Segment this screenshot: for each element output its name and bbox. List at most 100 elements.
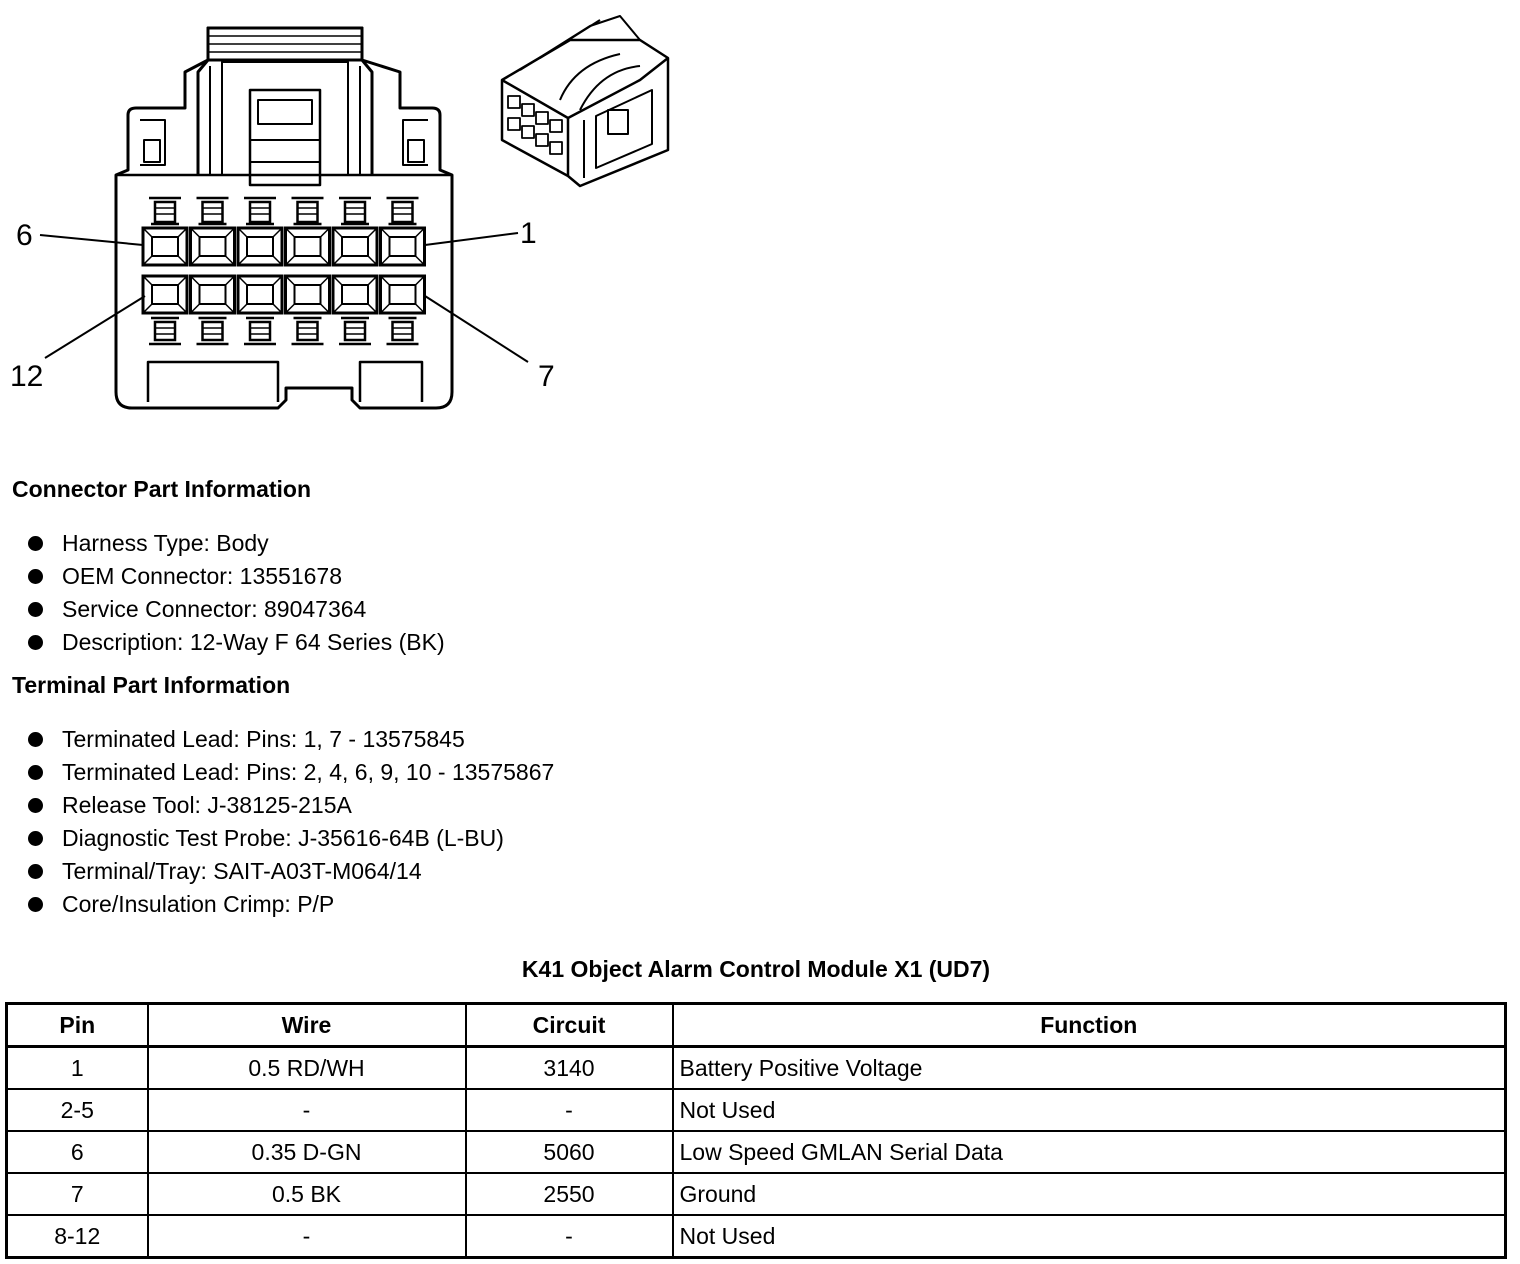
list-item: Core/Insulation Crimp: P/P <box>28 888 554 921</box>
table-row: 2-5--Not Used <box>5 1088 1507 1132</box>
pin-label-7: 7 <box>538 360 555 393</box>
pin-cavity <box>331 226 379 267</box>
pin-cavity <box>284 274 331 315</box>
list-item: Release Tool: J-38125-215A <box>28 789 554 822</box>
cell-wire: 0.5 BK <box>146 1172 467 1216</box>
terminal-tab <box>339 196 371 226</box>
pin-label-1: 1 <box>520 217 537 250</box>
cell-circuit: - <box>464 1214 674 1259</box>
list-item-text: OEM Connector: 13551678 <box>62 563 343 589</box>
cell-pin: 2-5 <box>5 1088 149 1132</box>
pin-cavity <box>331 274 379 315</box>
bullet-dot <box>28 732 43 747</box>
pin-cavity <box>284 226 331 267</box>
terminal-tab <box>339 316 371 346</box>
pin-cavity <box>379 274 426 315</box>
header-circuit: Circuit <box>464 1002 674 1048</box>
cell-circuit: 5060 <box>464 1130 674 1174</box>
leader-line-12 <box>44 295 146 359</box>
cell-circuit: 3140 <box>464 1045 674 1090</box>
header-function: Function <box>671 1002 1507 1048</box>
pin-cavity <box>141 274 189 315</box>
terminal-tab <box>386 196 419 226</box>
list-item-text: Terminated Lead: Pins: 2, 4, 6, 9, 10 - … <box>62 759 555 785</box>
list-item: Diagnostic Test Probe: J-35616-64B (L-BU… <box>28 822 554 855</box>
pin-cavities <box>141 196 426 346</box>
bullet-dot <box>28 602 43 617</box>
list-item-text: Harness Type: Body <box>62 530 269 556</box>
cell-wire: 0.35 D-GN <box>146 1130 467 1174</box>
terminal-tab <box>244 316 276 346</box>
pin-cavity <box>189 274 236 315</box>
pin-cavity <box>379 226 426 267</box>
list-item-text: Terminal/Tray: SAIT-A03T-M064/14 <box>62 858 422 884</box>
terminal-tab <box>149 196 181 226</box>
list-item: Terminated Lead: Pins: 2, 4, 6, 9, 10 - … <box>28 756 554 789</box>
connector-diagram: 6 1 12 7 <box>10 15 670 410</box>
cell-wire: - <box>146 1088 467 1132</box>
header-wire: Wire <box>146 1002 467 1048</box>
connector-body-outline <box>114 26 454 410</box>
cell-pin: 7 <box>5 1172 149 1216</box>
bullet-dot <box>28 765 43 780</box>
cell-pin: 8-12 <box>5 1214 149 1259</box>
bullet-dot <box>28 831 43 846</box>
list-item: Terminated Lead: Pins: 1, 7 - 13575845 <box>28 723 554 756</box>
cell-function: Not Used <box>671 1088 1507 1132</box>
list-item: Service Connector: 89047364 <box>28 593 445 626</box>
cell-pin: 6 <box>5 1130 149 1174</box>
list-item-text: Diagnostic Test Probe: J-35616-64B (L-BU… <box>62 825 504 851</box>
cell-function: Ground <box>671 1172 1507 1216</box>
list-item-text: Service Connector: 89047364 <box>62 596 367 622</box>
list-item-text: Release Tool: J-38125-215A <box>62 792 352 818</box>
pin-label-12: 12 <box>10 360 43 393</box>
cell-function: Battery Positive Voltage <box>671 1045 1507 1090</box>
terminal-info-heading: Terminal Part Information <box>12 672 291 698</box>
bullet-dot <box>28 798 43 813</box>
list-item-text: Description: 12-Way F 64 Series (BK) <box>62 629 445 655</box>
cell-circuit: 2550 <box>464 1172 674 1216</box>
cell-circuit: - <box>464 1088 674 1132</box>
cell-function: Not Used <box>671 1214 1507 1259</box>
leader-line-7 <box>424 295 529 363</box>
bullet-dot <box>28 635 43 650</box>
cell-pin: 1 <box>5 1045 149 1090</box>
terminal-tab <box>291 316 324 346</box>
terminal-tab <box>244 196 276 226</box>
terminal-tab <box>196 196 229 226</box>
leader-line-1 <box>424 232 519 246</box>
cell-function: Low Speed GMLAN Serial Data <box>671 1130 1507 1174</box>
terminal-tab <box>149 316 181 346</box>
list-item-text: Terminated Lead: Pins: 1, 7 - 13575845 <box>62 726 465 752</box>
bullet-dot <box>28 864 43 879</box>
leader-line-6 <box>39 234 144 246</box>
list-item: Terminal/Tray: SAIT-A03T-M064/14 <box>28 855 554 888</box>
pin-cavity <box>236 274 284 315</box>
terminal-tab <box>291 196 324 226</box>
terminal-tab <box>386 316 419 346</box>
table-title: K41 Object Alarm Control Module X1 (UD7) <box>521 956 991 982</box>
connector-3d-view <box>500 15 670 188</box>
table-header-row: Pin Wire Circuit Function <box>5 1002 1507 1048</box>
pin-cavity <box>141 226 189 267</box>
connector-info-heading: Connector Part Information <box>12 476 312 502</box>
list-item-text: Core/Insulation Crimp: P/P <box>62 891 335 917</box>
list-item: Description: 12-Way F 64 Series (BK) <box>28 626 445 659</box>
bullet-dot <box>28 897 43 912</box>
cell-wire: - <box>146 1214 467 1259</box>
table-row: 8-12--Not Used <box>5 1214 1507 1259</box>
pin-label-6: 6 <box>16 219 33 252</box>
pin-cavity <box>189 226 236 267</box>
list-item: OEM Connector: 13551678 <box>28 560 445 593</box>
terminal-tab <box>196 316 229 346</box>
pin-cavity <box>236 226 284 267</box>
bullet-dot <box>28 536 43 551</box>
header-pin: Pin <box>5 1002 149 1048</box>
bullet-dot <box>28 569 43 584</box>
cell-wire: 0.5 RD/WH <box>146 1045 467 1090</box>
